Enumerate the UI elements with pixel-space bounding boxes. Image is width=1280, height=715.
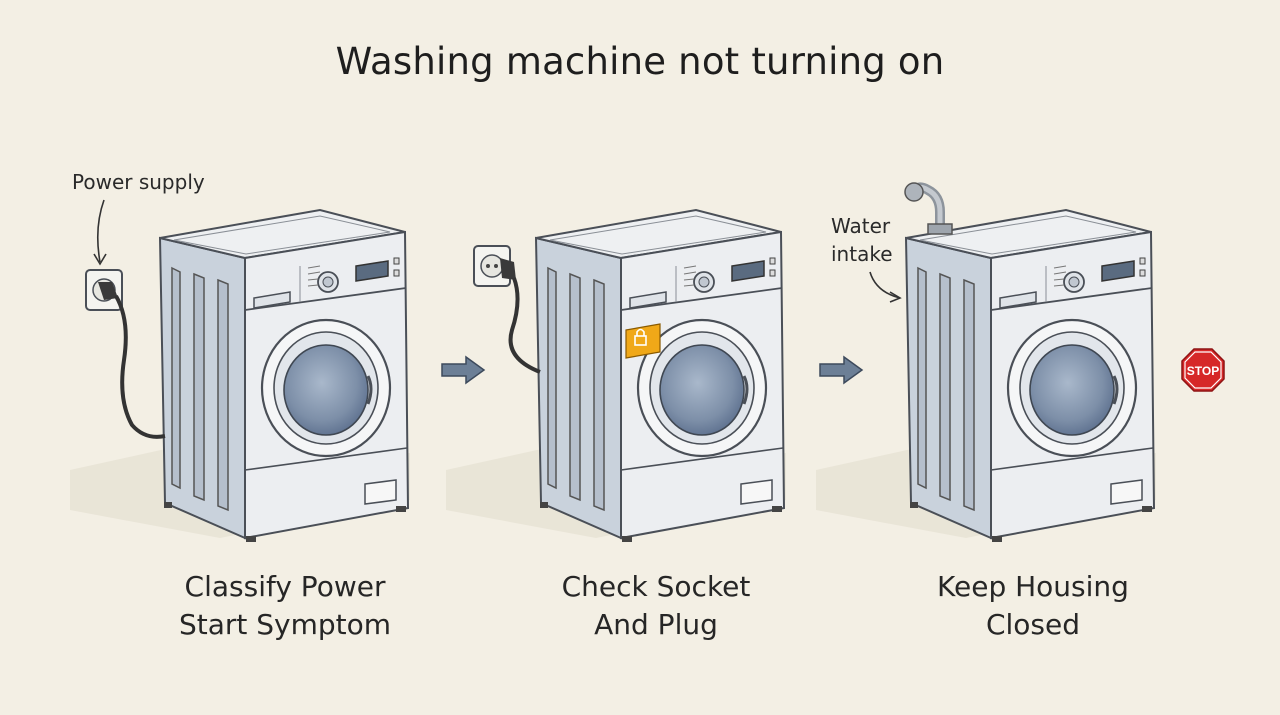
water-pipe-icon [904,182,953,235]
water-intake-pointer [869,271,901,299]
power-supply-label: Power supply [72,170,205,194]
plug-icon [500,258,541,374]
machine-3 [814,208,1158,544]
socket-icon [473,245,511,287]
stop-sign-text: STOP [1187,364,1219,378]
diagram-title: Washing machine not turning on [335,40,945,83]
step-2-caption: Check Socket And Plug [561,570,751,641]
lock-icon [625,323,661,359]
power-supply-pointer [96,199,105,263]
stop-sign-icon: STOP [1181,348,1225,392]
step-3-caption: Keep Housing Closed [937,570,1129,641]
water-intake-label: Water intake [831,214,893,266]
step-1-caption: Classify Power Start Symptom [178,570,392,641]
plug-icon [98,282,166,439]
arrow-right-icon [441,356,485,384]
arrow-right-icon [819,356,863,384]
